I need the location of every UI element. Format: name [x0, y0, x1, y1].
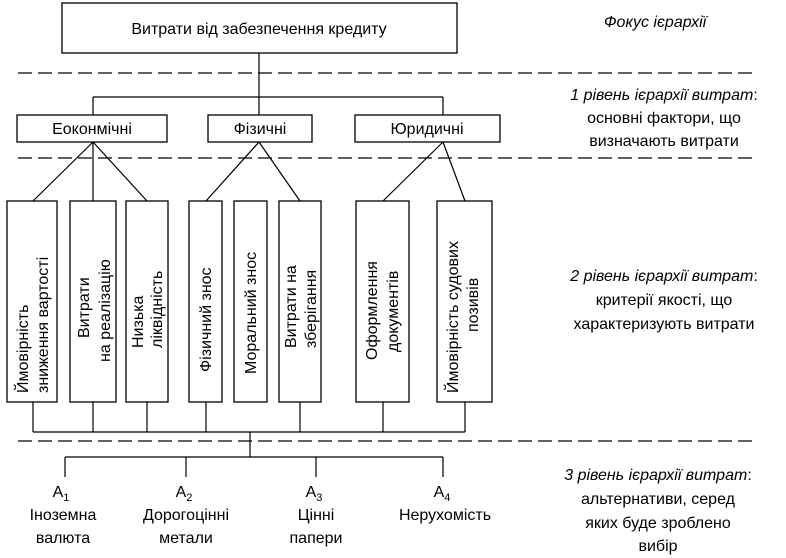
alternative-item: A1 Іноземна валюта: [30, 484, 97, 547]
legend-level-3: 3 рівень ієрархії витрат: альтернативи, …: [564, 467, 752, 555]
criterion-label: документів: [385, 271, 402, 352]
alternative-item: A4 Нерухомість: [399, 484, 491, 524]
criteria-alternatives-connectors: [32, 402, 466, 477]
criterion-label: ліквідність: [149, 271, 166, 348]
svg-text:2 рівень ієрархії витрат:: 2 рівень ієрархії витрат:: [569, 268, 758, 285]
svg-text:вибір: вибір: [638, 538, 677, 555]
alternative-label: папери: [290, 530, 343, 547]
focus-connectors: [92, 53, 444, 115]
alternative-label: валюта: [36, 530, 90, 547]
alternative-item: A3 Цінні папери: [290, 484, 343, 547]
criterion-label: зниження вартості: [35, 257, 52, 393]
alternative-item: A2 Дорогоцінні метали: [143, 484, 229, 547]
criterion-box: Витрати на реалізацію: [69, 200, 117, 403]
criterion-label: Моральний знос: [243, 252, 260, 374]
factor-physical-label: Фізичні: [234, 121, 287, 138]
legend-focus: Фокус ієрархії: [604, 14, 709, 31]
criterion-box: Ймовірність судових позивів: [436, 200, 493, 403]
alternative-label: Цінні: [298, 507, 335, 524]
svg-text:A4: A4: [434, 484, 451, 504]
svg-text:критерії якості, що: критерії якості, що: [596, 292, 733, 309]
criterion-label: Ймовірність: [13, 305, 32, 393]
factor-legal-box: [354, 114, 501, 143]
criterion-box: Фізичний знос: [188, 200, 223, 403]
factor-criteria-connectors: [32, 141, 466, 202]
criterion-box: Оформлення документів: [355, 200, 410, 403]
svg-text:3 рівень ієрархії витрат:: 3 рівень ієрархії витрат:: [564, 467, 752, 484]
criterion-label: Низька: [130, 295, 147, 348]
criterion-label: Витрати: [76, 277, 93, 338]
legend-level-2: 2 рівень ієрархії витрат: критерії якост…: [569, 268, 758, 333]
svg-text:A3: A3: [306, 484, 323, 504]
criterion-box: Моральний знос: [233, 200, 268, 403]
factor-economic-box: [16, 114, 168, 143]
svg-text:визначають витрати: визначають витрати: [589, 133, 739, 150]
alternative-label: Нерухомість: [399, 507, 491, 524]
factor-economic-label: Еоконмічні: [52, 121, 132, 138]
criterion-box: Ймовірність зниження вартості: [6, 200, 58, 403]
focus-title: Витрати від забезпечення кредиту: [131, 21, 386, 38]
factor-physical-box: [207, 114, 313, 143]
criterion-label: Оформлення: [364, 261, 381, 360]
factor-legal-label: Юридичні: [391, 121, 464, 138]
criterion-label: Ймовірність судових: [443, 241, 462, 393]
criterion-box: Витрати на зберігання: [278, 200, 322, 403]
criterion-label: Фізичний знос: [198, 267, 215, 372]
svg-text:1 рівень ієрархії витрат:: 1 рівень ієрархії витрат:: [570, 87, 758, 104]
svg-text:основні фактори, що: основні фактори, що: [587, 110, 741, 127]
focus-box: [61, 2, 458, 54]
alternative-label: Дорогоцінні: [143, 507, 229, 524]
svg-text:A1: A1: [53, 484, 70, 504]
criterion-box: Низька ліквідність: [125, 200, 169, 403]
legend-level-1: 1 рівень ієрархії витрат: основні фактор…: [570, 87, 758, 150]
criterion-label: Витрати на: [283, 265, 300, 348]
alternative-label: Іноземна: [30, 507, 97, 524]
svg-text:A2: A2: [176, 484, 193, 504]
svg-text:характеризують витрати: характеризують витрати: [574, 316, 755, 333]
alternative-label: метали: [159, 530, 213, 547]
criterion-label: на реалізацію: [97, 259, 114, 362]
svg-text:яких буде зроблено: яких буде зроблено: [585, 515, 731, 532]
svg-text:альтернативи, серед: альтернативи, серед: [581, 491, 736, 508]
criterion-label: позивів: [465, 278, 482, 332]
criterion-label: зберігання: [303, 270, 320, 348]
